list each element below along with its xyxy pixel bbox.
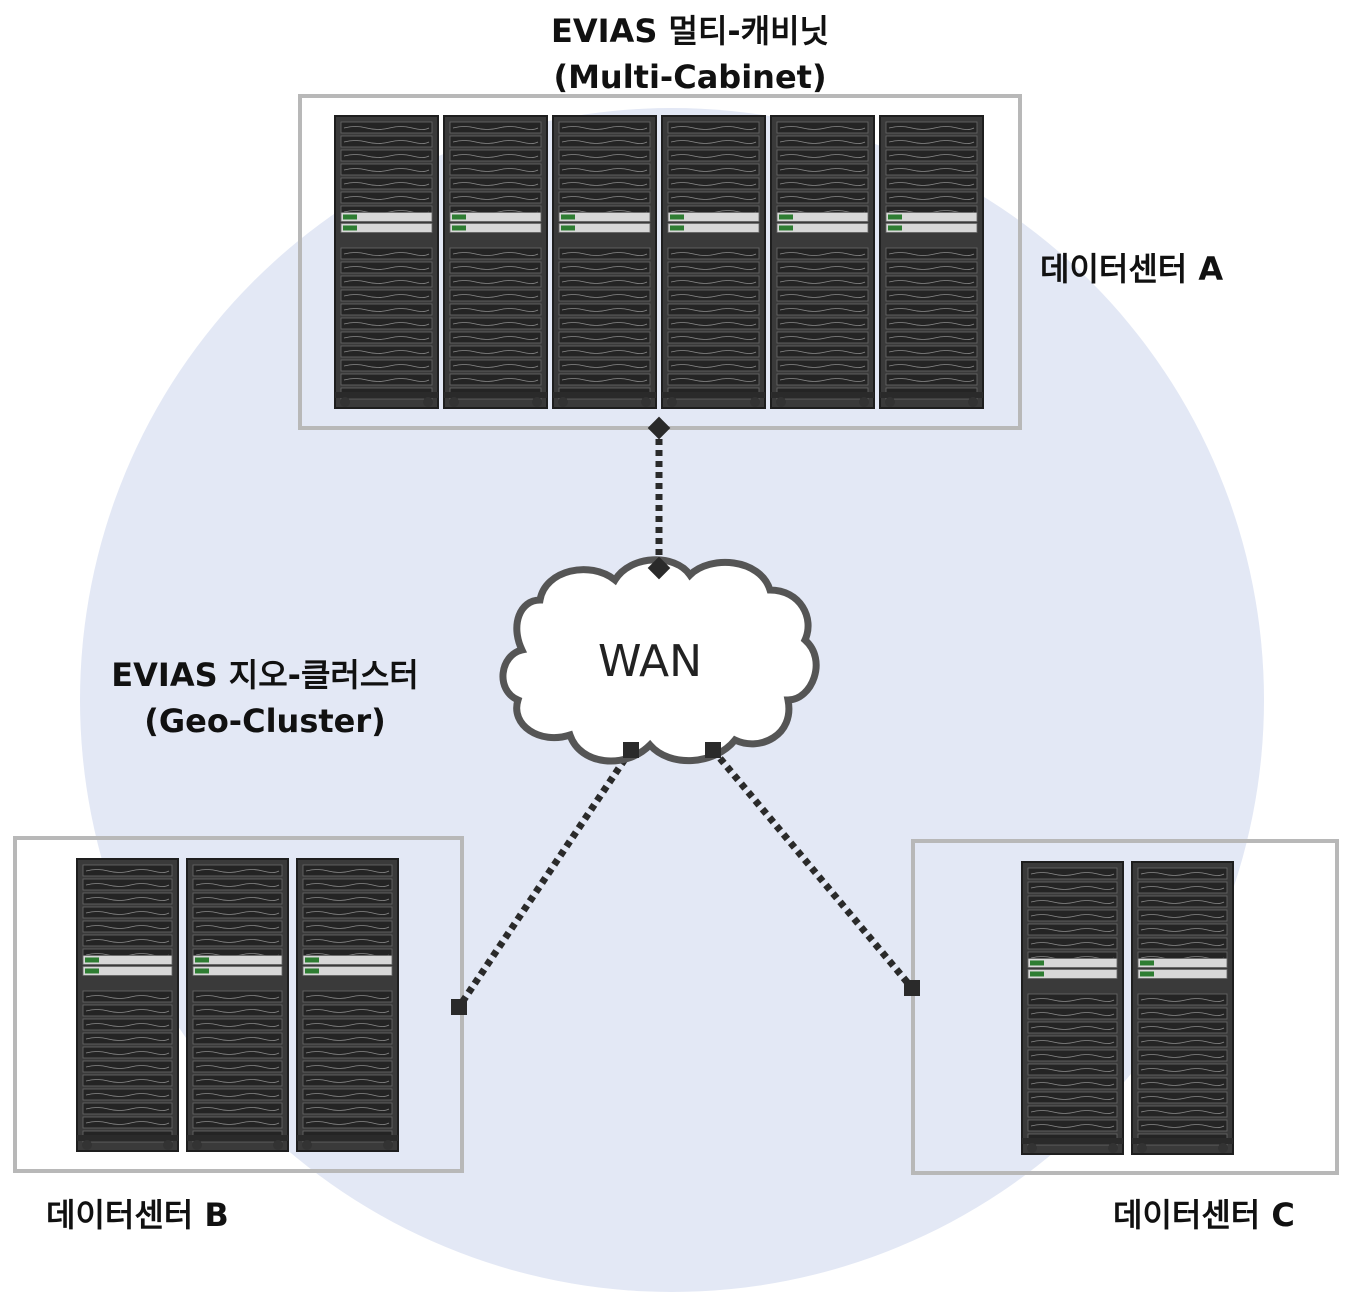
connector-wan-b: [623, 742, 639, 758]
connector-c: [904, 980, 920, 996]
server-rack-b-1: [76, 858, 179, 1152]
connector-a-bottom: [647, 556, 671, 580]
server-rack-c-2: [1131, 861, 1234, 1155]
multi-cabinet-title-line1: EVIAS 멀티-캐비닛: [551, 12, 829, 50]
server-rack-a-2: [443, 115, 548, 409]
geo-cluster-title: EVIAS 지오-클러스터 (Geo-Cluster): [40, 652, 490, 744]
datacenter-a-racks: [334, 115, 984, 409]
connector-a-top: [647, 416, 671, 440]
datacenter-a-label: 데이터센터 A: [1040, 250, 1224, 288]
multi-cabinet-title: EVIAS 멀티-캐비닛 (Multi-Cabinet): [440, 8, 940, 100]
server-rack-a-1: [334, 115, 439, 409]
datacenter-c-racks: [1021, 861, 1234, 1155]
connector-wan-c: [705, 742, 721, 758]
server-rack-c-1: [1021, 861, 1124, 1155]
server-rack-b-2: [186, 858, 289, 1152]
connector-b: [451, 999, 467, 1015]
datacenter-b-racks: [76, 858, 399, 1152]
link-wan-b: [456, 748, 634, 1009]
server-rack-b-3: [296, 858, 399, 1152]
server-rack-a-3: [552, 115, 657, 409]
server-rack-a-5: [770, 115, 875, 409]
link-wan-c: [710, 747, 915, 991]
wan-label: WAN: [597, 636, 703, 687]
geo-cluster-title-line1: EVIAS 지오-클러스터: [111, 656, 419, 694]
server-rack-a-6: [879, 115, 984, 409]
datacenter-c-box: [911, 839, 1339, 1175]
multi-cabinet-title-line2: (Multi-Cabinet): [553, 58, 827, 96]
geo-cluster-title-line2: (Geo-Cluster): [144, 702, 386, 740]
server-rack-a-4: [661, 115, 766, 409]
datacenter-c-label: 데이터센터 C: [1113, 1196, 1295, 1234]
datacenter-b-label: 데이터센터 B: [46, 1196, 229, 1234]
wan-cloud-shape: [499, 556, 820, 765]
